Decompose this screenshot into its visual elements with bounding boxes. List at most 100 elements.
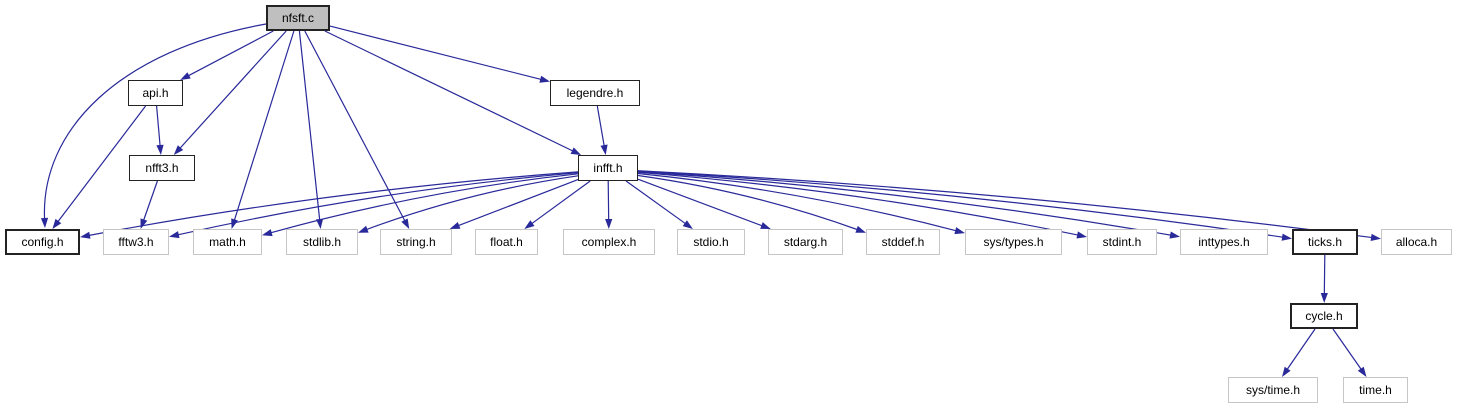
graph-node-config-h[interactable]: config.h (5, 229, 80, 255)
graph-node-stdarg-h: stdarg.h (768, 229, 843, 255)
graph-node-stddef-h: stddef.h (866, 229, 940, 255)
arrowhead-icon (1169, 231, 1180, 239)
node-label: api.h (142, 86, 169, 100)
edge-nfsft-c-to-nfft3-h (173, 30, 287, 155)
arrowhead-icon (231, 218, 238, 229)
arrowhead-icon (539, 75, 550, 83)
node-label: math.h (209, 235, 246, 249)
arrowhead-icon (1357, 366, 1367, 377)
edge-nfsft-c-to-infft-h (324, 30, 582, 155)
graph-node-stdlib-h: stdlib.h (286, 229, 358, 255)
graph-node-math-h: math.h (193, 229, 262, 255)
arrowhead-icon (600, 144, 608, 155)
node-label: nfft3.h (145, 161, 179, 175)
arrowhead-icon (140, 218, 148, 229)
arrowhead-icon (52, 218, 62, 229)
edge-infft-h-to-stdlib-h (358, 175, 579, 233)
edge-infft-h-to-sys-types-h (637, 172, 965, 235)
arrowhead-icon (1370, 233, 1381, 241)
graph-node-stdint-h: stdint.h (1087, 229, 1157, 255)
edge-nfsft-c-to-config-h (40, 23, 267, 228)
arrowhead-icon (169, 231, 180, 239)
arrowhead-icon (180, 72, 191, 80)
graph-node-sys-types-h: sys/types.h (965, 229, 1062, 255)
graph-node-cycle-h[interactable]: cycle.h (1290, 303, 1358, 329)
node-label: stdint.h (1102, 235, 1142, 249)
graph-node-nfft3-h[interactable]: nfft3.h (129, 155, 195, 181)
arrowhead-icon (262, 229, 273, 237)
arrowhead-icon (570, 147, 582, 155)
edge-nfsft-c-to-api-h (180, 30, 274, 80)
arrowhead-icon (156, 144, 164, 155)
node-label: legendre.h (566, 86, 624, 100)
edge-nfsft-c-to-string-h (304, 30, 410, 229)
node-label: config.h (21, 235, 64, 249)
node-label: ticks.h (1307, 235, 1342, 249)
node-label: infft.h (593, 161, 623, 175)
edge-infft-h-to-stddef-h (637, 174, 866, 233)
arrowhead-icon (40, 217, 49, 228)
arrowhead-icon (1281, 233, 1292, 241)
edge-infft-h-to-complex-h (605, 180, 613, 229)
arrowhead-icon (1320, 293, 1328, 303)
arrowhead-icon (1076, 231, 1087, 239)
graph-node-string-h: string.h (380, 229, 452, 255)
graph-node-nfsft-c[interactable]: nfsft.c (266, 5, 330, 31)
edge-api-h-to-nfft3-h (156, 105, 164, 155)
node-label: float.h (490, 235, 523, 249)
edge-nfsft-c-to-stdlib-h (298, 30, 324, 229)
graph-node-ticks-h[interactable]: ticks.h (1292, 229, 1358, 255)
edge-ticks-h-to-cycle-h (1320, 254, 1328, 303)
node-label: string.h (396, 235, 436, 249)
arrowhead-icon (401, 218, 410, 229)
node-label: complex.h (581, 235, 637, 249)
edge-nfsft-c-to-legendre-h (329, 25, 550, 83)
edge-cycle-h-to-time-h (1332, 328, 1367, 377)
node-label: time.h (1359, 383, 1392, 397)
node-label: stdlib.h (302, 235, 342, 249)
edge-nfsft-c-to-math-h (231, 30, 295, 229)
arrowhead-icon (1282, 366, 1291, 377)
node-label: sys/time.h (1245, 383, 1300, 397)
node-label: sys/types.h (983, 235, 1044, 249)
graph-node-sys-time-h: sys/time.h (1228, 377, 1318, 403)
arrowhead-icon (449, 222, 461, 229)
arrowhead-icon (524, 220, 535, 229)
node-label: stdio.h (693, 235, 729, 249)
arrowhead-icon (760, 222, 771, 229)
node-label: inttypes.h (1198, 235, 1250, 249)
arrowhead-icon (605, 219, 613, 229)
node-label: stddef.h (881, 235, 925, 249)
edge-legendre-h-to-infft-h (596, 105, 608, 155)
graph-node-fftw3-h: fftw3.h (103, 229, 169, 255)
arrowhead-icon (954, 227, 965, 235)
graph-node-infft-h[interactable]: infft.h (578, 155, 638, 181)
edge-infft-h-to-stdarg-h (637, 178, 771, 229)
graph-node-stdio-h: stdio.h (677, 229, 745, 255)
arrowhead-icon (80, 231, 91, 239)
graph-node-api-h[interactable]: api.h (128, 80, 183, 106)
edge-infft-h-to-math-h (262, 173, 579, 237)
graph-node-legendre-h[interactable]: legendre.h (550, 80, 640, 106)
graph-node-time-h: time.h (1343, 377, 1408, 403)
edge-nfft3-h-to-fftw3-h (140, 180, 158, 229)
node-label: alloca.h (1395, 235, 1438, 249)
node-label: cycle.h (1305, 309, 1343, 323)
node-label: nfsft.c (281, 11, 314, 25)
node-label: fftw3.h (118, 235, 154, 249)
arrowhead-icon (358, 225, 369, 233)
edge-infft-h-to-stdio-h (625, 180, 693, 229)
arrowhead-icon (316, 218, 324, 229)
graph-node-complex-h: complex.h (563, 229, 655, 255)
arrowhead-icon (855, 225, 866, 233)
graph-node-alloca-h: alloca.h (1381, 229, 1452, 255)
arrowhead-icon (682, 220, 693, 229)
arrowhead-icon (173, 145, 184, 155)
edge-infft-h-to-float-h (524, 180, 591, 229)
node-label: stdarg.h (783, 235, 828, 249)
graph-node-inttypes-h: inttypes.h (1180, 229, 1268, 255)
graph-node-float-h: float.h (475, 229, 538, 255)
edge-cycle-h-to-sys-time-h (1282, 328, 1316, 377)
